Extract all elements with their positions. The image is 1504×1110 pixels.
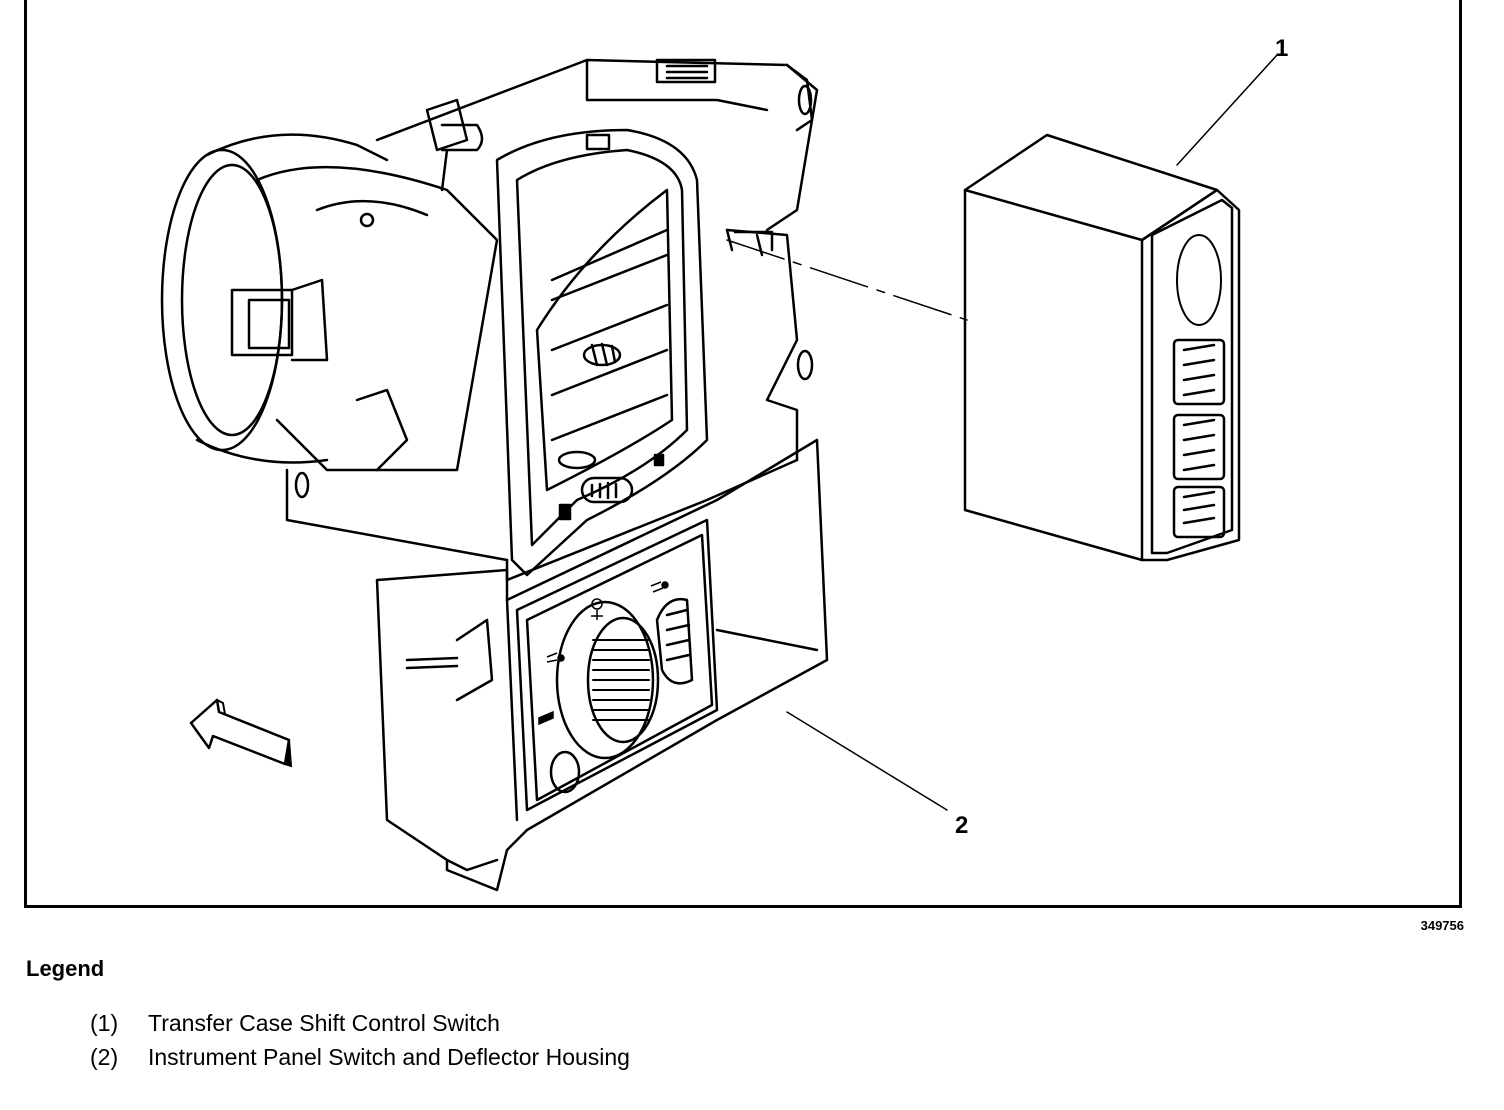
air-duct-housing	[160, 98, 499, 472]
legend-item-text: Instrument Panel Switch and Deflector Ho…	[148, 1044, 630, 1070]
legend-item-number: (2)	[90, 1044, 119, 1070]
legend-list: (1) Transfer Case Shift Control Switch (…	[90, 1008, 648, 1076]
switch-housing	[375, 438, 829, 892]
legend-item-number: (1)	[90, 1010, 119, 1036]
dome-lamp-icon	[591, 598, 603, 620]
figure-id: 349756	[1420, 918, 1464, 933]
park-lamp-icon	[538, 710, 554, 726]
transfer-case-button-2	[1172, 413, 1226, 481]
mounting-bracket	[285, 58, 819, 582]
legend-title: Legend	[26, 956, 105, 981]
legend-item: (1) Transfer Case Shift Control Switch	[90, 1008, 648, 1038]
transfer-case-button-3	[1172, 485, 1226, 539]
headlamp-icon	[546, 652, 565, 663]
exploded-view-illustration: 1 2	[160, 35, 1288, 892]
dimmer-thumbwheel	[655, 597, 694, 685]
direction-arrow-icon	[189, 698, 293, 768]
legend-item-text: Transfer Case Shift Control Switch	[148, 1010, 500, 1036]
legend-item: (2) Instrument Panel Switch and Deflecto…	[90, 1042, 648, 1072]
transfer-case-switch	[963, 133, 1241, 562]
fog-lamp-icon	[650, 581, 669, 593]
alignment-line	[726, 239, 968, 321]
callout-1: 1	[1275, 35, 1288, 62]
callout-2: 2	[955, 812, 968, 839]
louver-thumbwheel	[582, 342, 622, 367]
figure-frame: 1 2	[24, 0, 1462, 908]
leader-line-2	[786, 711, 948, 811]
vent-slide-control	[580, 476, 634, 504]
leader-line-1	[1176, 54, 1278, 166]
vent-bezel	[495, 128, 709, 577]
transfer-case-button-1	[1172, 338, 1226, 406]
headlamp-control-knob	[555, 600, 660, 760]
